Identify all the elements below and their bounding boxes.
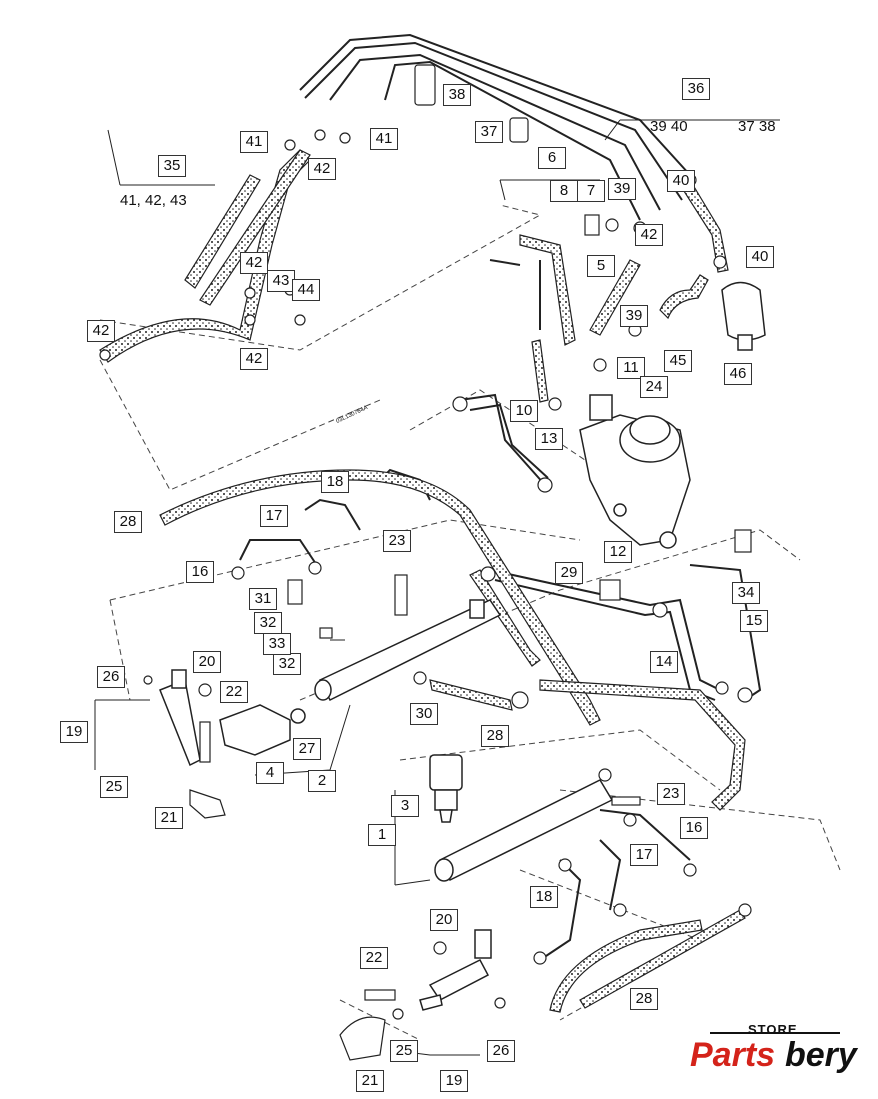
callout-16-top: 16 [186,561,214,583]
callout-25-left: 25 [100,776,128,798]
callout-21-bottom: 21 [356,1070,384,1092]
callout-34: 34 [732,582,760,604]
callout-42-top: 42 [308,158,336,180]
callout-22-left: 22 [220,681,248,703]
callout-4: 4 [256,762,284,784]
callout-17-top: 17 [260,505,288,527]
callout-1: 1 [368,824,396,846]
callout-11: 11 [617,357,645,379]
injectors [159,669,492,1011]
callout-26-left: 26 [97,666,125,688]
callout-12: 12 [604,541,632,563]
group-label-36b: 37 38 [738,118,776,135]
callout-25-bottom: 25 [390,1040,418,1062]
callout-10: 10 [510,400,538,422]
callout-28-mid: 28 [481,725,509,747]
callout-22-bottom: 22 [360,947,388,969]
callout-35: 35 [158,155,186,177]
pressure-sensor [429,754,463,823]
callout-36: 36 [682,78,710,100]
callout-19-left: 19 [60,721,88,743]
callout-40-right: 40 [746,246,774,268]
callout-44: 44 [292,279,320,301]
fuel-filter-housing [721,281,766,351]
group-label-35: 41, 42, 43 [120,192,187,209]
callout-23-bottom: 23 [657,783,685,805]
partsbery-logo: STORE Parts bery [690,1022,860,1082]
logo-bery: bery [785,1036,857,1074]
callout-39b: 39 [608,178,636,200]
callout-46: 46 [724,363,752,385]
callout-45: 45 [664,350,692,372]
high-pressure-pump [579,394,691,549]
regulator-valve [219,704,306,756]
callout-31: 31 [249,588,277,610]
callout-29: 29 [555,562,583,584]
callout-7: 7 [577,180,605,202]
callout-40-top: 40 [667,170,695,192]
callout-41-left: 41 [240,131,268,153]
callout-39: 39 [620,305,648,327]
callout-30: 30 [410,703,438,725]
callout-5: 5 [587,255,615,277]
callout-24: 24 [640,376,668,398]
callout-27: 27 [293,738,321,760]
callout-23-top: 23 [383,530,411,552]
callout-19-bottom: 19 [440,1070,468,1092]
callout-17-bottom: 17 [630,844,658,866]
callout-38: 38 [443,84,471,106]
logo-parts: Parts [690,1036,776,1074]
callout-13: 13 [535,428,563,450]
callout-28-left: 28 [114,511,142,533]
callout-26-bottom: 26 [487,1040,515,1062]
logo-bar [710,1032,840,1034]
callout-28-bottom: 28 [630,988,658,1010]
callout-3: 3 [391,795,419,817]
callout-2: 2 [308,770,336,792]
callout-42-lower: 42 [240,348,268,370]
callout-42-mid: 42 [240,252,268,274]
group-label-36a: 39 40 [650,118,688,135]
callout-21-left: 21 [155,807,183,829]
callout-32-top: 32 [254,612,282,634]
fittings [99,64,753,1061]
callout-41-right: 41 [370,128,398,150]
callout-15: 15 [740,610,768,632]
logo-store: STORE [748,1022,798,1037]
callout-33: 33 [263,633,291,655]
callout-43: 43 [267,270,295,292]
callout-20-bottom: 20 [430,909,458,931]
callout-42-right: 42 [635,224,663,246]
callout-18-top: 18 [321,471,349,493]
callout-32-bottom: 32 [273,653,301,675]
callout-14: 14 [650,651,678,673]
callout-8: 8 [550,180,578,202]
callout-6: 6 [538,147,566,169]
flex-hoses [99,149,746,1013]
callout-16-bottom: 16 [680,817,708,839]
callout-42-left: 42 [87,320,115,342]
callout-37: 37 [475,121,503,143]
callout-20-left: 20 [193,651,221,673]
fuel-rails [314,599,614,882]
callout-18-bottom: 18 [530,886,558,908]
